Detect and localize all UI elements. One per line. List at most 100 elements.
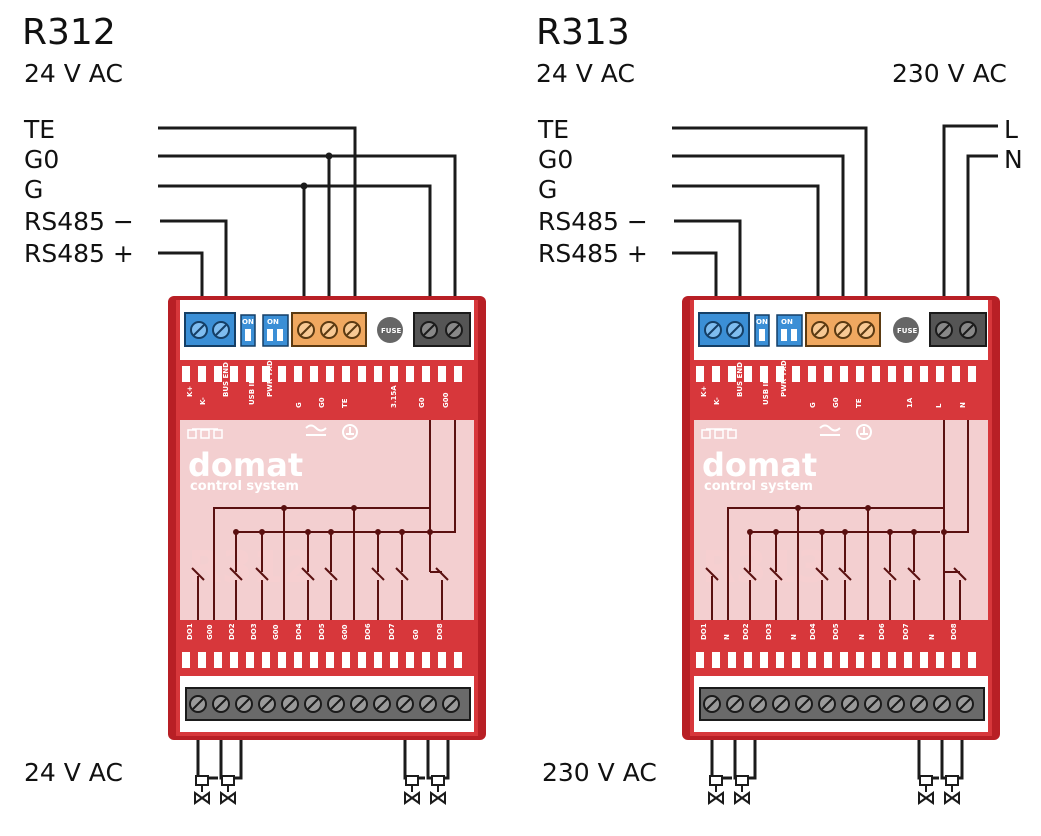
ac-power-icon <box>305 424 327 436</box>
terminal-label: DO5 <box>832 623 840 640</box>
terminal-label: G0 <box>412 629 420 640</box>
terminal-label: G00 <box>341 624 349 640</box>
terminal-labels-top: K+ K- BUS END USB INIT PWR TXD G G0 TE 3… <box>186 360 450 408</box>
terminal-label: DO2 <box>742 623 750 640</box>
module-title: R313 <box>536 12 630 53</box>
terminal-label: N <box>723 634 731 640</box>
brand-logo: domat <box>188 446 303 484</box>
module-title: R312 <box>22 12 116 53</box>
wire-label-rs485-plus: RS485 + <box>538 239 648 268</box>
terminal-label: TE <box>341 398 349 408</box>
wire-label-n: N <box>1004 145 1023 174</box>
terminal-label: DO2 <box>228 623 236 640</box>
brand-subtitle: control system <box>190 479 299 494</box>
right-supply-voltage-label: 230 V AC <box>892 59 1007 88</box>
brand-logo: domat <box>702 446 817 484</box>
terminal-label: N <box>858 634 866 640</box>
terminal-label: K- <box>199 397 207 405</box>
terminal-label: G0 <box>418 397 426 408</box>
terminal-label: DO4 <box>295 623 303 640</box>
relay-contact-icon <box>705 567 967 620</box>
model-watermark: R312 <box>188 542 314 593</box>
wire-label-rs485-minus: RS485 − <box>24 207 134 236</box>
terminal-label: G00 <box>206 624 214 640</box>
wire-label-te: TE <box>23 115 55 144</box>
terminal-label: G00 <box>272 624 280 640</box>
fuse-label: FUSE <box>381 327 402 335</box>
terminal-label: DO8 <box>436 623 444 640</box>
supply-voltage-label: 24 V AC <box>24 59 123 88</box>
terminal-label: N <box>928 634 936 640</box>
terminal-label: DO1 <box>186 623 194 640</box>
output-wires <box>196 740 450 780</box>
terminal-labels-bottom: DO1 G00 DO2 DO3 G00 DO4 DO5 G00 DO6 DO7 … <box>186 623 444 640</box>
terminal-label: USB INIT <box>762 370 770 405</box>
terminal-label: DO3 <box>765 623 773 640</box>
terminal-label: DO7 <box>388 623 396 640</box>
terminal-label: BUS END <box>222 362 230 397</box>
network-icon <box>187 428 223 439</box>
valve-icon <box>708 775 960 805</box>
screw-terminal-icon <box>703 695 974 713</box>
ac-power-icon <box>819 424 841 436</box>
module-r312: R312 24 V AC TE G0 G RS485 − RS485 + <box>22 12 486 805</box>
wire-label-te: TE <box>537 115 569 144</box>
terminal-label: DO5 <box>318 623 326 640</box>
terminal-label: N <box>959 402 967 408</box>
terminal-label: DO4 <box>809 623 817 640</box>
terminal-label: DO6 <box>878 623 886 640</box>
fuse-label: FUSE <box>897 327 918 335</box>
wire-label-g: G <box>24 175 43 204</box>
terminal-label: TE <box>855 398 863 408</box>
wire-label-rs485-minus: RS485 − <box>538 207 648 236</box>
supply-voltage-label: 24 V AC <box>536 59 635 88</box>
terminal-label: G <box>295 402 303 408</box>
terminal-label: BUS END <box>736 362 744 397</box>
internal-wiring <box>705 420 969 620</box>
terminal-label: DO8 <box>950 623 958 640</box>
module-r313: R313 24 V AC 230 V AC TE G0 G RS485 − RS… <box>536 12 1023 805</box>
device-housing: ON ON FUSE K+ K- BU <box>682 296 1000 740</box>
input-wires <box>158 126 457 298</box>
network-icon <box>701 428 737 439</box>
device-housing: ON ON FUSE K+ <box>168 296 486 740</box>
brand-subtitle: control system <box>704 479 813 494</box>
terminal-labels-bottom: DO1 N DO2 DO3 N DO4 DO5 N DO6 DO7 N DO8 <box>700 623 958 640</box>
output-wires <box>710 740 964 780</box>
internal-wiring <box>191 420 456 620</box>
terminal-label: L <box>935 403 943 408</box>
terminal-label: PWR TXD <box>266 360 274 397</box>
fuse-rating-label: 1A <box>906 397 914 408</box>
terminal-label: DO7 <box>902 623 910 640</box>
terminal-label: DO1 <box>700 623 708 640</box>
terminal-label: PWR TXD <box>780 360 788 397</box>
wire-label-rs485-plus: RS485 + <box>24 239 134 268</box>
wire-label-g0: G0 <box>24 145 59 174</box>
ground-icon <box>856 424 872 440</box>
screw-terminal-icon <box>189 695 460 713</box>
terminal-label: K+ <box>186 386 194 397</box>
terminal-label: G <box>809 402 817 408</box>
fuse-icon: FUSE <box>893 317 919 343</box>
fuse-rating-label: 3.15A <box>390 385 398 408</box>
terminal-label: DO6 <box>364 623 372 640</box>
terminal-label: K- <box>713 397 721 405</box>
input-wires <box>672 124 998 298</box>
output-voltage-label: 24 V AC <box>24 758 123 787</box>
dip-switch-label: ON <box>242 318 254 326</box>
dip-switch-label: ON <box>781 318 793 326</box>
dip-switch-icon: ON <box>754 314 770 347</box>
model-watermark: R313 <box>702 542 828 593</box>
dip-switch-icon: ON <box>262 314 289 347</box>
terminal-label: G00 <box>442 392 450 408</box>
fuse-icon: FUSE <box>377 317 403 343</box>
output-voltage-label: 230 V AC <box>542 758 657 787</box>
terminal-label: N <box>790 634 798 640</box>
dip-switch-label: ON <box>756 318 768 326</box>
ground-icon <box>342 424 358 440</box>
terminal-label: G0 <box>318 397 326 408</box>
terminal-labels-top: K+ K- BUS END USB INIT PWR TXD G G0 TE 1… <box>700 360 967 408</box>
terminal-label: DO3 <box>250 623 258 640</box>
relay-contact-icon <box>191 567 449 620</box>
